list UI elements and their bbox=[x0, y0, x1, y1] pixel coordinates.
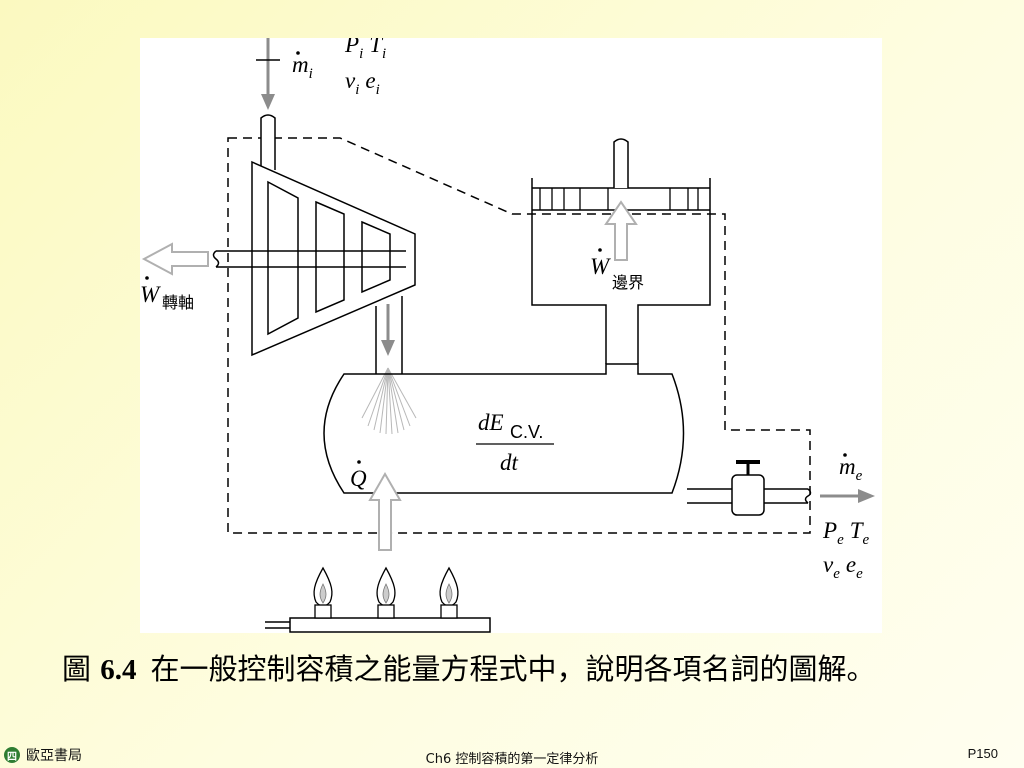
boundary-work-label: W 邊界 bbox=[590, 248, 644, 292]
exit-pipe bbox=[687, 488, 812, 504]
inlet-mass-flow-label: mi bbox=[292, 51, 313, 82]
storage-tank bbox=[323, 363, 685, 494]
exit-mass-flow-label: me bbox=[839, 453, 863, 484]
inlet-pipe bbox=[260, 114, 276, 170]
exit-arrow bbox=[820, 489, 875, 503]
burner-flame bbox=[439, 566, 459, 619]
footer-chapter-title: Ch6 控制容積的第一定律分析 bbox=[425, 752, 599, 767]
heat-transfer-label: Q bbox=[350, 460, 367, 491]
publisher-name: 歐亞書局 bbox=[26, 748, 82, 764]
svg-text:C.V.: C.V. bbox=[510, 422, 543, 442]
svg-text:me: me bbox=[839, 454, 863, 484]
spray-lines bbox=[361, 367, 417, 435]
burner-flame bbox=[376, 566, 396, 619]
burner-flame bbox=[313, 566, 333, 619]
svg-text:W: W bbox=[590, 254, 611, 279]
exit-valve bbox=[731, 460, 765, 516]
page-number: P150 bbox=[967, 746, 998, 761]
shaft-work-label: W 轉軸 bbox=[140, 276, 194, 312]
caption-text: 在一般控制容積之能量方程式中，說明各項名詞的圖解。 bbox=[150, 652, 876, 686]
turbine-exhaust-pipe bbox=[375, 296, 403, 374]
turbine-shaft bbox=[212, 250, 406, 268]
svg-text:Q: Q bbox=[350, 466, 367, 491]
figure-caption: 圖 6.4 在一般控制容積之能量方程式中，說明各項名詞的圖解。 bbox=[62, 648, 962, 691]
piston-cylinder bbox=[531, 138, 711, 364]
svg-text:dE: dE bbox=[478, 410, 504, 435]
energy-rate-label: dE C.V. dt bbox=[476, 410, 554, 475]
svg-text:邊界: 邊界 bbox=[612, 273, 644, 292]
shaft-work-arrow bbox=[141, 242, 209, 276]
control-volume-boundary bbox=[227, 137, 811, 534]
caption-number: 6.4 bbox=[100, 654, 137, 686]
publisher-logo-icon: 四 bbox=[4, 747, 20, 763]
burner-assembly bbox=[265, 566, 491, 633]
heat-transfer-arrow bbox=[368, 471, 402, 551]
svg-text:mi: mi bbox=[292, 52, 313, 82]
footer-publisher: 四 歐亞書局 bbox=[4, 745, 82, 765]
caption-prefix: 圖 bbox=[62, 652, 92, 686]
inlet-arrow bbox=[256, 38, 280, 110]
svg-text:轉軸: 轉軸 bbox=[162, 293, 194, 312]
svg-text:dt: dt bbox=[500, 450, 519, 475]
boundary-work-arrow bbox=[604, 200, 638, 261]
svg-text:W: W bbox=[140, 282, 161, 307]
turbine-blades bbox=[267, 180, 391, 336]
